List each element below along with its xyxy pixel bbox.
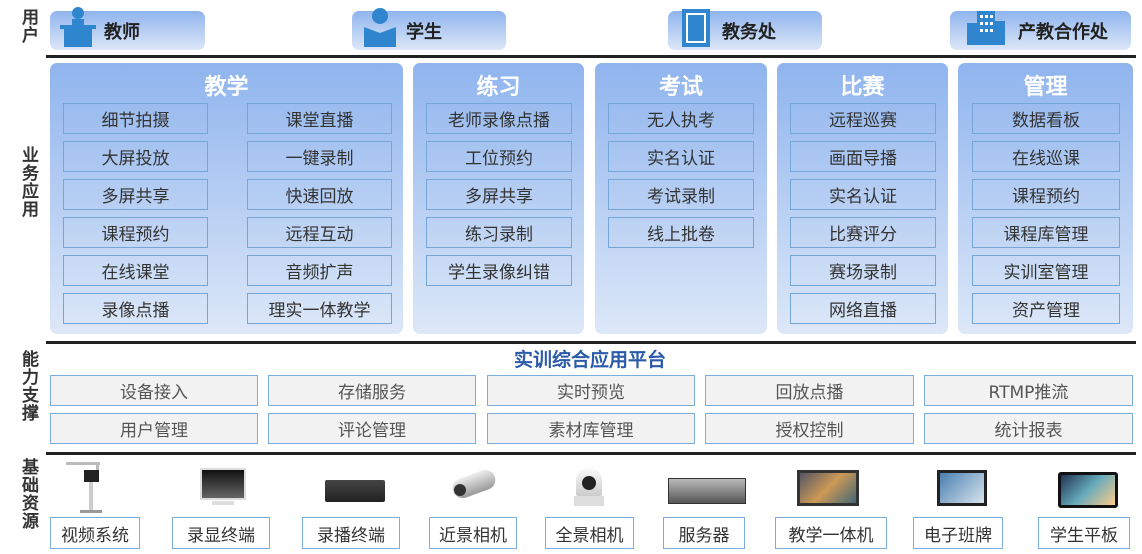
student-tablet-image: [1058, 472, 1118, 508]
section-label-users: 用户: [18, 8, 38, 44]
business-item: 一键录制: [247, 141, 392, 172]
business-item: 课程预约: [63, 217, 208, 248]
divider: [46, 341, 1136, 344]
platform-title: 实训综合应用平台: [513, 349, 666, 371]
platform-service: 授权控制: [705, 413, 914, 444]
business-item: 在线课堂: [63, 255, 208, 286]
business-item: 老师录像点播: [426, 103, 572, 134]
panel-practice: 练习: [413, 63, 584, 334]
panel-management: 管理: [958, 63, 1133, 334]
platform-service: 评论管理: [268, 413, 476, 444]
resource-label: 录显终端: [172, 517, 270, 549]
panel-title: 管理: [1023, 75, 1068, 100]
business-item: 练习录制: [426, 217, 572, 248]
divider: [46, 55, 1136, 58]
electronic-class-board-image: [937, 470, 987, 506]
divider: [46, 452, 1136, 455]
book-icon: [682, 8, 710, 47]
platform-service: 实时预览: [487, 375, 695, 406]
resource-label: 教学一体机: [775, 517, 887, 549]
user-label: 产教合作处: [1018, 21, 1108, 43]
panel-title: 练习: [476, 75, 521, 100]
user-label: 教师: [104, 21, 140, 43]
resource-label: 视频系统: [50, 517, 140, 549]
business-item: 录像点播: [63, 293, 208, 324]
resource-label: 全景相机: [545, 517, 634, 549]
business-item: 多屏共享: [426, 179, 572, 210]
business-item: 网络直播: [790, 293, 936, 324]
recording-terminal-image: [325, 480, 385, 502]
business-item: 快速回放: [247, 179, 392, 210]
resource-label: 近景相机: [429, 517, 517, 549]
business-item: 线上批卷: [608, 217, 754, 248]
panel-exam: 考试: [595, 63, 767, 334]
user-label: 教务处: [722, 21, 776, 43]
business-item: 无人执考: [608, 103, 754, 134]
user-teacher: 教师: [50, 6, 205, 50]
section-label-capability: 能力支撑: [18, 350, 38, 422]
panel-title: 考试: [658, 75, 703, 100]
business-item: 资产管理: [972, 293, 1120, 324]
resource-label: 录播终端: [302, 517, 400, 549]
user-student: 学生: [352, 7, 506, 50]
platform-service: 存储服务: [268, 375, 476, 406]
panel-title: 比赛: [840, 75, 885, 100]
business-item: 数据看板: [972, 103, 1120, 134]
section-label-business: 业务应用: [18, 146, 38, 218]
business-item: 实训室管理: [972, 255, 1120, 286]
business-item: 多屏共享: [63, 179, 208, 210]
business-item: 实名认证: [790, 179, 936, 210]
business-item: 远程巡赛: [790, 103, 936, 134]
panel-competition: 比赛: [777, 63, 948, 334]
business-item: 细节拍摄: [63, 103, 208, 134]
business-item: 考试录制: [608, 179, 754, 210]
server-image: [668, 478, 746, 504]
business-item: 课堂直播: [247, 103, 392, 134]
section-label-resources: 基础资源: [18, 458, 38, 530]
business-item: 远程互动: [247, 217, 392, 248]
display-terminal-image: [200, 468, 246, 510]
resource-label: 电子班牌: [913, 517, 1003, 549]
business-item: 课程库管理: [972, 217, 1120, 248]
video-system-image: [60, 462, 110, 516]
closeup-camera-image: [449, 467, 499, 506]
teacher-icon: [60, 6, 96, 47]
resource-label: 学生平板: [1038, 517, 1130, 549]
user-industry-office: 产教合作处: [950, 10, 1131, 50]
resource-label: 服务器: [663, 517, 745, 549]
business-item: 音频扩声: [247, 255, 392, 286]
platform-service: RTMP推流: [924, 375, 1133, 406]
platform-service: 素材库管理: [487, 413, 695, 444]
business-item: 理实一体教学: [247, 293, 392, 324]
business-item: 比赛评分: [790, 217, 936, 248]
business-item: 工位预约: [426, 141, 572, 172]
student-icon: [364, 7, 396, 47]
user-academic-office: 教务处: [668, 8, 822, 50]
business-item: 课程预约: [972, 179, 1120, 210]
business-item: 大屏投放: [63, 141, 208, 172]
platform-service: 设备接入: [50, 375, 258, 406]
platform-service: 统计报表: [924, 413, 1133, 444]
business-item: 赛场录制: [790, 255, 936, 286]
business-item: 在线巡课: [972, 141, 1120, 172]
platform-service: 回放点播: [705, 375, 914, 406]
panoramic-camera-image: [574, 468, 604, 508]
business-item: 画面导播: [790, 141, 936, 172]
teaching-all-in-one-image: [797, 470, 859, 506]
panel-title: 教学: [204, 75, 249, 100]
business-item: 学生录像纠错: [426, 255, 572, 286]
building-icon: [967, 10, 1005, 45]
panel-teaching: 教学: [50, 63, 403, 334]
platform-service: 用户管理: [50, 413, 258, 444]
user-label: 学生: [406, 21, 442, 43]
business-item: 实名认证: [608, 141, 754, 172]
